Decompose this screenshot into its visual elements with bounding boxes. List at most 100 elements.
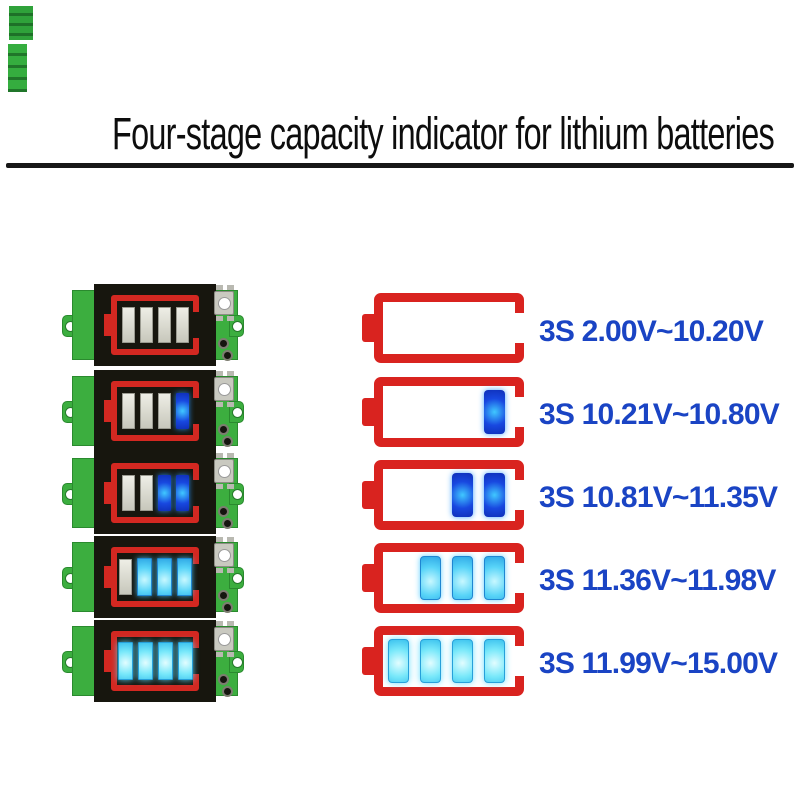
bar-row bbox=[383, 635, 515, 687]
segment-2 bbox=[139, 393, 153, 429]
voltage-range-label-2: 3S 10.21V~10.80V bbox=[539, 398, 780, 431]
battery-outline-gap bbox=[515, 480, 524, 510]
touch-button-component bbox=[214, 543, 234, 567]
smd-pads bbox=[216, 537, 223, 542]
battery-outline-gap bbox=[193, 564, 199, 590]
segment-4 bbox=[177, 642, 193, 680]
solder-pad bbox=[222, 602, 233, 613]
battery-terminal-nub bbox=[104, 482, 111, 504]
button-ring-icon bbox=[218, 297, 231, 310]
battery-outline-icon bbox=[104, 631, 199, 691]
bar-1 bbox=[388, 639, 409, 683]
solder-pad bbox=[218, 590, 229, 601]
mounting-tab-right bbox=[229, 315, 244, 337]
segment-3 bbox=[157, 393, 171, 429]
solder-pad bbox=[222, 686, 233, 697]
bar-4 bbox=[484, 556, 505, 600]
led-display bbox=[94, 452, 216, 534]
page-title: Four-stage capacity indicator for lithiu… bbox=[112, 108, 775, 159]
bar-row bbox=[383, 386, 515, 438]
mounting-hole-icon bbox=[232, 489, 243, 500]
battery-terminal-nub bbox=[362, 398, 377, 426]
battery-icon-level2 bbox=[362, 460, 524, 530]
segment-row bbox=[117, 301, 193, 349]
mounting-hole-icon bbox=[232, 407, 243, 418]
mounting-hole-icon bbox=[232, 657, 243, 668]
segment-1 bbox=[121, 307, 135, 343]
segment-1 bbox=[117, 642, 133, 680]
segment-3 bbox=[157, 475, 171, 511]
battery-outline-gap bbox=[193, 648, 199, 674]
battery-outline-icon bbox=[104, 547, 199, 607]
led-display bbox=[94, 536, 216, 618]
battery-terminal-nub bbox=[104, 400, 111, 422]
voltage-range-label-1: 3S 2.00V~10.20V bbox=[539, 315, 764, 348]
solder-pad bbox=[218, 338, 229, 349]
photo-crop-artifact bbox=[8, 44, 27, 92]
battery-outline-icon bbox=[374, 543, 524, 613]
pcb-module-level4 bbox=[62, 620, 244, 702]
bar-3 bbox=[452, 473, 473, 517]
battery-icon-level4 bbox=[362, 626, 524, 696]
battery-outline-gap bbox=[515, 646, 524, 676]
mounting-tab-right bbox=[229, 483, 244, 505]
battery-outline-icon bbox=[104, 381, 199, 441]
bar-2 bbox=[420, 639, 441, 683]
mounting-hole-icon bbox=[232, 573, 243, 584]
touch-button-component bbox=[214, 377, 234, 401]
touch-button-component bbox=[214, 459, 234, 483]
bar-row bbox=[383, 552, 515, 604]
solder-pad bbox=[222, 436, 233, 447]
touch-button-component bbox=[214, 627, 234, 651]
voltage-range-label-3: 3S 10.81V~11.35V bbox=[539, 481, 778, 514]
led-display bbox=[94, 620, 216, 702]
mounting-tab-right bbox=[229, 567, 244, 589]
battery-icon-level1 bbox=[362, 377, 524, 447]
battery-terminal-nub bbox=[362, 314, 377, 342]
segment-2 bbox=[139, 475, 153, 511]
segment-1 bbox=[121, 475, 135, 511]
smd-pads bbox=[216, 621, 223, 626]
battery-terminal-nub bbox=[362, 564, 377, 592]
segment-row bbox=[117, 469, 193, 517]
battery-outline-gap bbox=[515, 397, 524, 427]
voltage-range-label-4: 3S 11.36V~11.98V bbox=[539, 564, 776, 597]
photo-crop-artifact bbox=[9, 6, 33, 40]
bar-3 bbox=[452, 639, 473, 683]
led-display bbox=[94, 370, 216, 452]
pcb-module-level0 bbox=[62, 284, 244, 366]
voltage-range-label-5: 3S 11.99V~15.00V bbox=[539, 647, 778, 680]
battery-terminal-nub bbox=[104, 650, 111, 672]
button-ring-icon bbox=[218, 549, 231, 562]
battery-outline-gap bbox=[515, 563, 524, 593]
solder-pad bbox=[222, 350, 233, 361]
battery-outline-icon bbox=[374, 460, 524, 530]
title-underline bbox=[6, 163, 794, 168]
bar-2 bbox=[420, 556, 441, 600]
segment-row bbox=[117, 553, 193, 601]
battery-outline-icon bbox=[374, 293, 524, 363]
segment-4 bbox=[175, 393, 189, 429]
segment-3 bbox=[157, 307, 171, 343]
solder-pad bbox=[218, 424, 229, 435]
bar-4 bbox=[484, 390, 505, 434]
segment-3 bbox=[157, 642, 173, 680]
bar-4 bbox=[484, 639, 505, 683]
battery-outline-icon bbox=[104, 463, 199, 523]
mounting-hole-icon bbox=[232, 321, 243, 332]
solder-pad bbox=[218, 674, 229, 685]
bar-row bbox=[383, 302, 515, 354]
battery-outline-gap bbox=[193, 480, 199, 506]
battery-terminal-nub bbox=[104, 314, 111, 336]
battery-outline-icon bbox=[374, 626, 524, 696]
segment-1 bbox=[118, 559, 132, 595]
smd-pads bbox=[216, 371, 223, 376]
segment-2 bbox=[137, 642, 153, 680]
segment-row bbox=[117, 637, 193, 685]
button-ring-icon bbox=[218, 383, 231, 396]
smd-pads bbox=[216, 285, 223, 290]
battery-outline-gap bbox=[193, 312, 199, 338]
battery-terminal-nub bbox=[362, 647, 377, 675]
battery-outline-icon bbox=[374, 377, 524, 447]
